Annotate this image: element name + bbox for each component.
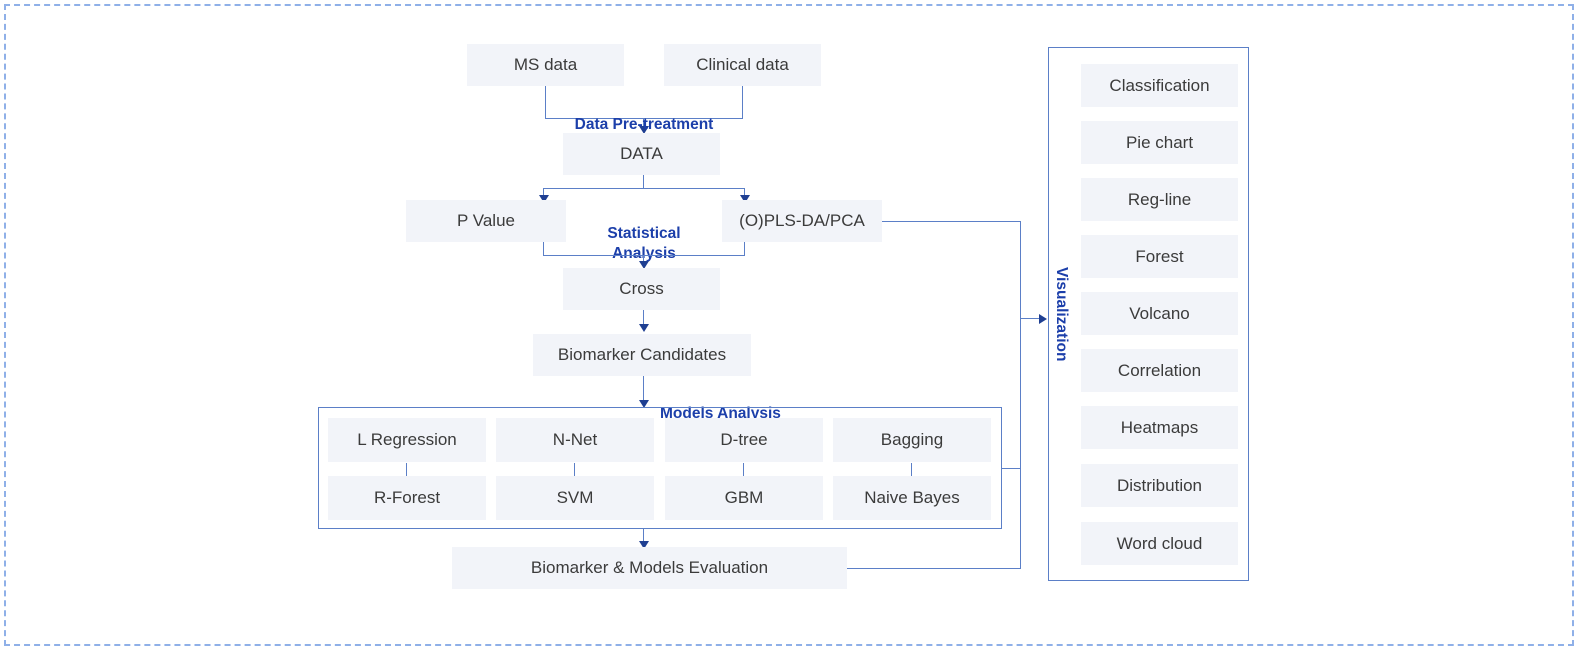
connector-stat-merge-stem [643,255,645,265]
node-pls-da-pca-label: (O)PLS-DA/PCA [739,211,865,231]
node-pls-da-pca[interactable]: (O)PLS-DA/PCA [722,200,882,242]
connector-visualization-bus [1020,221,1022,569]
connector-models-to-bus [1002,468,1021,470]
stage-label-data-pretreatment: Data Pre-treatment [574,116,714,134]
node-cross-label: Cross [619,279,664,299]
model-bagging[interactable]: Bagging [833,418,991,462]
arrow-to-models [639,400,649,408]
connector-ms-data-down [545,86,547,119]
node-clinical-data[interactable]: Clinical data [664,44,821,86]
node-evaluation-label: Biomarker & Models Evaluation [530,558,769,578]
model-naive-bayes[interactable]: Naive Bayes [833,476,991,520]
visualization-item-classification[interactable]: Classification [1081,64,1238,107]
arrow-to-p-value [539,195,549,203]
model-n-net[interactable]: N-Net [496,418,654,462]
node-cross[interactable]: Cross [563,268,720,310]
connector-pls-down [744,242,746,256]
connector-p-value-down [543,242,545,256]
connector-bus-to-visualization [1020,318,1042,320]
model-svm[interactable]: SVM [496,476,654,520]
model-gbm[interactable]: GBM [665,476,823,520]
arrow-to-cross [639,261,649,269]
connector-split-bar [543,188,745,190]
node-ms-data[interactable]: MS data [467,44,624,86]
node-clinical-data-label: Clinical data [696,55,789,75]
connector-data-down [643,175,645,189]
visualization-item-pie-chart[interactable]: Pie chart [1081,121,1238,164]
model-link-tick-3 [743,463,745,476]
visualization-panel [1048,47,1249,581]
model-d-tree[interactable]: D-tree [665,418,823,462]
visualization-item-word-cloud[interactable]: Word cloud [1081,522,1238,565]
visualization-item-forest[interactable]: Forest [1081,235,1238,278]
model-l-regression[interactable]: L Regression [328,418,486,462]
model-link-tick-2 [574,463,576,476]
node-data[interactable]: DATA [563,133,720,175]
visualization-item-heatmaps[interactable]: Heatmaps [1081,406,1238,449]
connector-split-left-down [543,188,545,198]
stage-label-statistical-analysis: Statistical Analysis [607,225,681,262]
arrow-to-evaluation [639,541,649,549]
arrow-to-pls-da-pca [740,195,750,203]
node-biomarker-candidates[interactable]: Biomarker Candidates [533,334,751,376]
arrow-to-biomarker-candidates [639,324,649,332]
connector-pretreatment-stem [643,118,645,130]
node-evaluation[interactable]: Biomarker & Models Evaluation [452,547,847,589]
node-p-value[interactable]: P Value [406,200,566,242]
connector-clinical-data-down [742,86,744,119]
node-biomarker-candidates-label: Biomarker Candidates [557,345,727,365]
visualization-item-distribution[interactable]: Distribution [1081,464,1238,507]
arrow-to-data [639,126,649,134]
node-ms-data-label: MS data [513,55,578,75]
connector-cross-down [643,310,645,327]
visualization-item-volcano[interactable]: Volcano [1081,292,1238,335]
node-data-label: DATA [620,144,663,164]
models-group-container [318,407,1002,529]
connector-evaluation-to-bus [847,568,1021,570]
model-r-forest[interactable]: R-Forest [328,476,486,520]
node-p-value-label: P Value [457,211,515,231]
connector-models-down [643,529,645,545]
model-link-tick-4 [911,463,913,476]
visualization-panel-label: Visualization [1053,267,1070,362]
connector-pls-to-bus [882,221,1021,223]
arrow-to-visualization [1039,314,1047,324]
visualization-item-correlation[interactable]: Correlation [1081,349,1238,392]
visualization-item-reg-line[interactable]: Reg-line [1081,178,1238,221]
model-link-tick-1 [406,463,408,476]
connector-split-right-down [744,188,746,198]
connector-candidates-down [643,376,645,402]
